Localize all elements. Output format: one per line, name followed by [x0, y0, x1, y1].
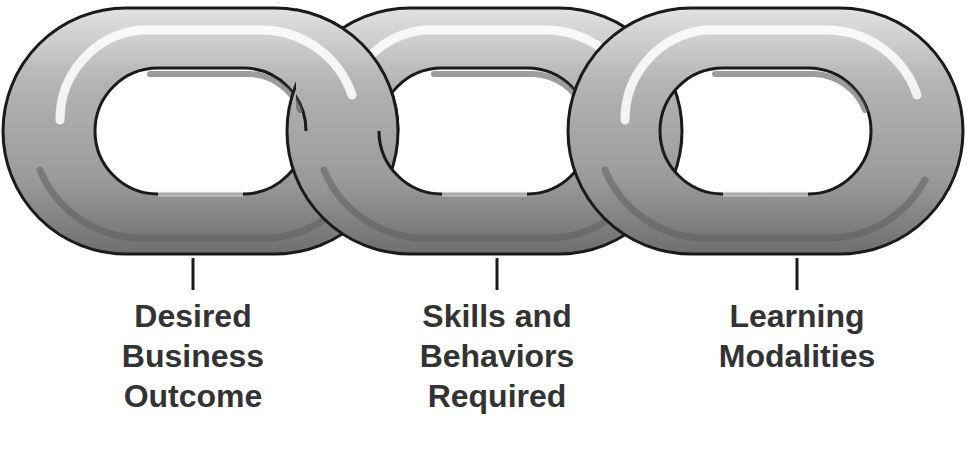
leader-line	[496, 258, 499, 290]
label-block: Desired Business Outcome	[98, 296, 288, 416]
link-label: Skills and Behaviors Required	[390, 296, 605, 416]
label-block: Skills and Behaviors Required	[390, 296, 605, 416]
link-label: Desired Business Outcome	[98, 296, 288, 416]
link-label: Learning Modalities	[700, 296, 895, 376]
label-block: Learning Modalities	[700, 296, 895, 376]
leader-line	[796, 258, 799, 290]
leader-line	[192, 258, 195, 290]
